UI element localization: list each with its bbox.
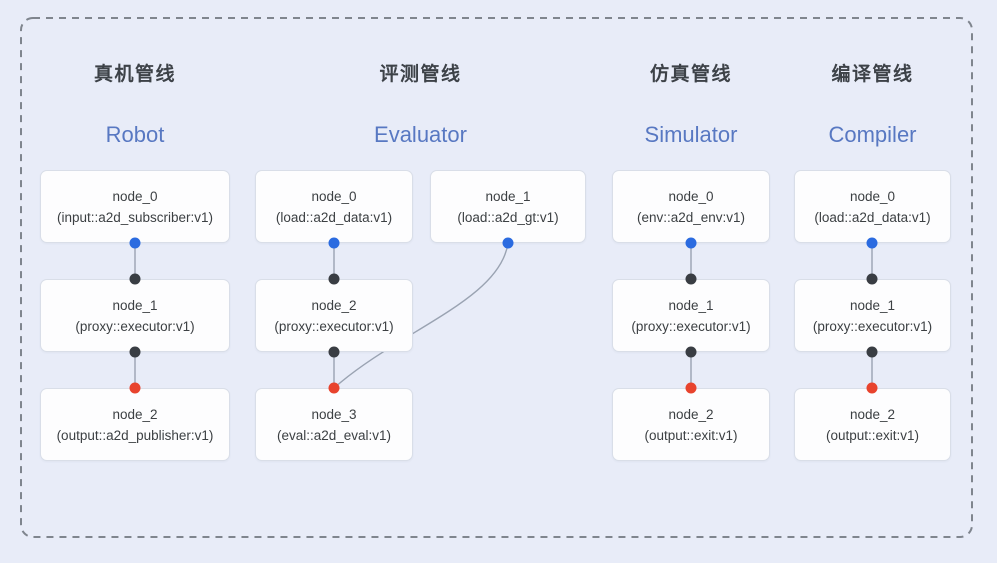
node-box-compiler-node2: node_2 (output::exit:v1) bbox=[794, 388, 951, 461]
blue-port-dot bbox=[685, 237, 697, 249]
node-box-robot-node2: node_2 (output::a2d_publisher:v1) bbox=[40, 388, 230, 461]
node-box-simulator-node2: node_2 (output::exit:v1) bbox=[612, 388, 770, 461]
node-title: node_2 bbox=[112, 406, 158, 422]
black-port-dot bbox=[328, 273, 340, 285]
pipeline-title-cn-compiler: 编译管线 bbox=[831, 64, 914, 85]
node-subtitle: (output::exit:v1) bbox=[644, 427, 738, 443]
pipeline-title-cn-robot: 真机管线 bbox=[93, 64, 176, 85]
node-subtitle: (env::a2d_env:v1) bbox=[636, 209, 746, 225]
red-port-dot bbox=[328, 382, 340, 394]
node-subtitle: (load::a2d_gt:v1) bbox=[457, 209, 559, 225]
node-title: node_0 bbox=[849, 188, 896, 204]
node-title: node_2 bbox=[668, 406, 714, 422]
node-box-compiler-node0: node_0 (load::a2d_data:v1) bbox=[794, 170, 951, 243]
node-title: node_1 bbox=[849, 297, 896, 313]
red-port-dot bbox=[685, 382, 697, 394]
pipeline-title-cn-evaluator: 评测管线 bbox=[379, 64, 462, 85]
red-port-dot bbox=[866, 382, 878, 394]
pipeline-header-simulator: 仿真管线 Simulator bbox=[612, 63, 770, 148]
node-title: node_1 bbox=[668, 297, 714, 313]
node-subtitle: (load::a2d_data:v1) bbox=[275, 209, 393, 225]
dashed-frame-border bbox=[20, 17, 973, 538]
black-port-dot bbox=[129, 346, 141, 358]
black-port-dot bbox=[328, 346, 340, 358]
pipeline-header-evaluator: 评测管线 Evaluator bbox=[255, 63, 586, 148]
node-box-evaluator-node1: node_1 (load::a2d_gt:v1) bbox=[430, 170, 586, 243]
black-port-dot bbox=[685, 273, 697, 285]
node-title: node_1 bbox=[112, 297, 158, 313]
edge-evaluator-n1-n3-curve bbox=[333, 242, 509, 389]
black-port-dot bbox=[129, 273, 141, 285]
node-box-simulator-node0: node_0 (env::a2d_env:v1) bbox=[612, 170, 770, 243]
black-port-dot bbox=[866, 273, 878, 285]
pipeline-header-compiler: 编译管线 Compiler bbox=[794, 63, 951, 148]
blue-port-dot bbox=[502, 237, 514, 249]
pipeline-title-en-compiler: Compiler bbox=[828, 122, 917, 147]
node-subtitle: (output::exit:v1) bbox=[825, 427, 920, 443]
blue-port-dot bbox=[866, 237, 878, 249]
node-title: node_2 bbox=[849, 406, 896, 422]
blue-port-dot bbox=[328, 237, 340, 249]
blue-port-dot bbox=[129, 237, 141, 249]
node-title: node_0 bbox=[311, 188, 357, 204]
node-subtitle: (output::a2d_publisher:v1) bbox=[56, 427, 214, 443]
pipeline-title-en-evaluator: Evaluator bbox=[374, 122, 467, 147]
node-subtitle: (proxy::executor:v1) bbox=[631, 318, 751, 334]
node-subtitle: (proxy::executor:v1) bbox=[274, 318, 394, 334]
pipeline-title-en-simulator: Simulator bbox=[644, 122, 738, 147]
node-subtitle: (load::a2d_data:v1) bbox=[814, 209, 931, 225]
node-title: node_1 bbox=[485, 188, 531, 204]
pipeline-title-cn-simulator: 仿真管线 bbox=[649, 64, 732, 85]
node-title: node_2 bbox=[311, 297, 357, 313]
node-box-robot-node1: node_1 (proxy::executor:v1) bbox=[40, 279, 230, 352]
node-subtitle: (input::a2d_subscriber:v1) bbox=[56, 209, 214, 225]
black-port-dot bbox=[866, 346, 878, 358]
node-subtitle: (eval::a2d_eval:v1) bbox=[276, 427, 392, 443]
node-box-simulator-node1: node_1 (proxy::executor:v1) bbox=[612, 279, 770, 352]
node-title: node_0 bbox=[112, 188, 158, 204]
node-box-robot-node0: node_0 (input::a2d_subscriber:v1) bbox=[40, 170, 230, 243]
red-port-dot bbox=[129, 382, 141, 394]
black-port-dot bbox=[685, 346, 697, 358]
pipeline-title-en-robot: Robot bbox=[105, 122, 165, 147]
node-box-evaluator-node2: node_2 (proxy::executor:v1) bbox=[255, 279, 413, 352]
node-box-compiler-node1: node_1 (proxy::executor:v1) bbox=[794, 279, 951, 352]
node-box-evaluator-node0: node_0 (load::a2d_data:v1) bbox=[255, 170, 413, 243]
node-subtitle: (proxy::executor:v1) bbox=[812, 318, 933, 334]
node-box-evaluator-node3: node_3 (eval::a2d_eval:v1) bbox=[255, 388, 413, 461]
node-subtitle: (proxy::executor:v1) bbox=[75, 318, 195, 334]
node-title: node_3 bbox=[311, 406, 357, 422]
pipeline-header-robot: 真机管线 Robot bbox=[40, 63, 230, 148]
node-title: node_0 bbox=[668, 188, 714, 204]
